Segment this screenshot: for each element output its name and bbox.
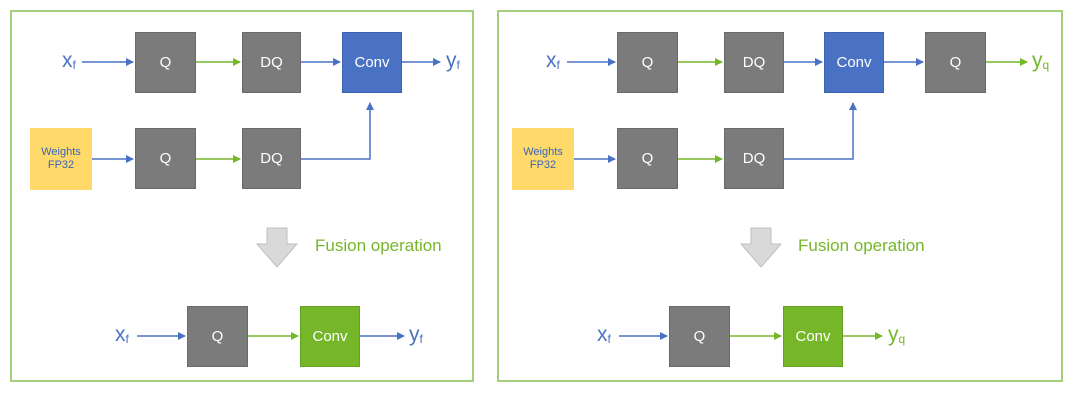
- fusion-operation-label: Fusion operation: [798, 236, 925, 255]
- output-y-label: yq: [1032, 49, 1050, 73]
- fused-input-x-label: xf: [597, 323, 611, 347]
- fused-quantize-node: Q: [669, 306, 730, 367]
- weight-quantize-node: Q: [135, 128, 196, 189]
- fused-input-x-label: xf: [115, 323, 129, 347]
- input-x-label: xf: [62, 49, 76, 73]
- arrow-wdq-to-conv: [784, 102, 857, 160]
- fusion-down-arrow: [255, 227, 299, 268]
- dequantize-node: DQ: [724, 32, 784, 93]
- output-quantize-node: Q: [925, 32, 986, 93]
- dequantize-node: DQ: [242, 32, 301, 93]
- quantize-node: Q: [617, 32, 678, 93]
- conv-node: Conv: [342, 32, 402, 93]
- input-x-label: xf: [546, 49, 560, 73]
- arrow-wdq-to-conv: [301, 102, 374, 160]
- fused-conv-node: Conv: [300, 306, 360, 367]
- left-connectors: [82, 58, 441, 340]
- conv-node: Conv: [824, 32, 884, 93]
- fusion-operation-label: Fusion operation: [315, 236, 442, 255]
- fused-output-y-label: yq: [888, 323, 906, 347]
- right-connectors: [567, 58, 1028, 340]
- fused-output-y-label: yf: [409, 323, 423, 347]
- output-y-label: yf: [446, 49, 460, 73]
- quantize-node: Q: [135, 32, 196, 93]
- weight-quantize-node: Q: [617, 128, 678, 189]
- fusion-down-arrow: [739, 227, 783, 268]
- fused-conv-node: Conv: [783, 306, 843, 367]
- fused-quantize-node: Q: [187, 306, 248, 367]
- weight-dequantize-node: DQ: [242, 128, 301, 189]
- weight-dequantize-node: DQ: [724, 128, 784, 189]
